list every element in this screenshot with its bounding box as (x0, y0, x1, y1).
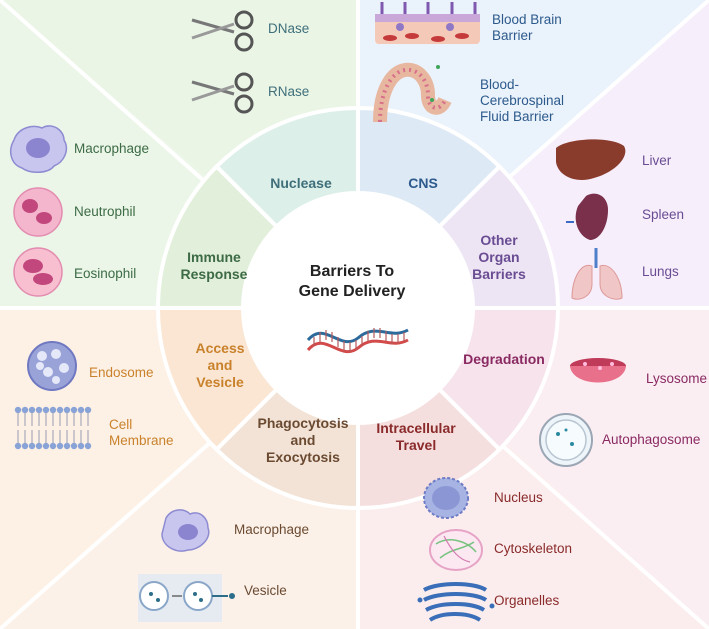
label-endosome: Endosome (89, 365, 154, 380)
lipid-head (35, 442, 43, 450)
label-blood-brain-barrier: Blood Brain Barrier (492, 12, 562, 44)
lysosome-icon (570, 358, 626, 383)
label-spleen: Spleen (642, 207, 685, 222)
segment-intracellular-travel: Intracellular Travel (366, 420, 466, 454)
label-blood-csf-barrier: Blood- Cerebrospinal Fluid Barrier (480, 77, 564, 125)
segment-access-line1: Access (195, 340, 245, 356)
label-cytoskeleton: Cytoskeleton (494, 541, 573, 556)
neutrophil-icon (13, 187, 63, 237)
segment-degradation: Degradation (463, 351, 545, 367)
lipid-head (70, 406, 78, 414)
label-eosinophil: Eosinophil (74, 266, 137, 281)
lipid-head (84, 406, 92, 414)
center-title: Barriers To Gene Delivery (268, 262, 436, 302)
segment-other-organ-barriers: Other Organ Barriers (462, 232, 536, 283)
label-bcsf-line2: Cerebrospinal (480, 93, 565, 108)
macrophage-icon (9, 125, 68, 173)
label-bcsf-line1: Blood- (480, 77, 520, 92)
label-rnase: RNase (268, 84, 310, 99)
segment-organ-line3: Barriers (472, 266, 526, 282)
lipid-head (84, 442, 92, 450)
lipid-head (21, 406, 29, 414)
lipid-head (49, 442, 57, 450)
lipid-head (77, 442, 85, 450)
ring-segment-immune (155, 163, 280, 310)
label-organelles: Organelles (494, 593, 560, 608)
lipid-head (28, 442, 36, 450)
cell-membrane-icon (14, 406, 92, 450)
label-liver: Liver (642, 153, 672, 168)
dna-icon (306, 328, 409, 354)
label-vesicle: Vesicle (244, 583, 287, 598)
label-bbb-line2: Barrier (492, 28, 533, 43)
segment-intracellular-line1: Intracellular (376, 420, 456, 436)
blood-brain-barrier-icon (375, 2, 480, 44)
lipid-head (56, 406, 64, 414)
cytoskeleton-icon (429, 529, 483, 571)
center-circle (244, 194, 472, 422)
label-bbb-line1: Blood Brain (492, 12, 562, 27)
lungs-icon (571, 248, 623, 300)
label-cell-membrane: Cell Membrane (109, 417, 174, 449)
segment-immune-line2: Response (180, 266, 248, 282)
lipid-head (42, 406, 50, 414)
label-dnase: DNase (268, 21, 310, 36)
center-title-line2: Gene Delivery (298, 283, 406, 300)
barrier-ring (155, 105, 561, 511)
segment-nuclease: Nuclease (270, 175, 332, 191)
lipid-head (14, 442, 22, 450)
label-lungs: Lungs (642, 264, 679, 279)
label-nucleus: Nucleus (494, 490, 543, 505)
segment-access-line2: and (207, 357, 233, 373)
autophagosome-icon (539, 413, 593, 467)
lipid-head (49, 406, 57, 414)
liver-icon (556, 139, 626, 181)
segment-phago-line1: Phagocytosis (257, 415, 349, 431)
segment-access-line3: Vesicle (196, 374, 244, 390)
lipid-head (70, 442, 78, 450)
lipid-head (77, 406, 85, 414)
segment-cns: CNS (408, 175, 438, 191)
segment-phagocytosis-and-exocytosis: Phagocytosis and Exocytosis (250, 415, 356, 466)
label-neutrophil: Neutrophil (74, 204, 136, 219)
segment-immune-line1: Immune (187, 249, 241, 265)
label-bcsf-line3: Fluid Barrier (480, 109, 554, 124)
spleen-icon (566, 193, 608, 240)
scissors-icon (191, 10, 254, 52)
label-membrane-line2: Membrane (109, 433, 174, 448)
lipid-head (63, 442, 71, 450)
lipid-head (56, 442, 64, 450)
scissors-icon (191, 72, 254, 114)
lipid-head (42, 442, 50, 450)
label-autophagosome: Autophagosome (602, 432, 701, 447)
macrophage-icon (161, 509, 210, 552)
lipid-head (14, 406, 22, 414)
center-title-line1: Barriers To (309, 263, 395, 280)
lipid-head (35, 406, 43, 414)
vesicle-icon (138, 574, 235, 622)
segment-organ-line2: Organ (478, 249, 520, 265)
lipid-head (21, 442, 29, 450)
segment-access-and-vesicle: Access and Vesicle (180, 340, 260, 391)
choroid-plexus-icon (373, 62, 452, 123)
label-macrophage: Macrophage (74, 141, 150, 156)
segment-immune-response: Immune Response (168, 249, 260, 283)
organelles-icon (417, 582, 495, 622)
endosome-icon (27, 341, 77, 391)
eosinophil-icon (13, 247, 63, 297)
lipid-head (28, 406, 36, 414)
segment-phago-line3: Exocytosis (266, 449, 340, 465)
label-membrane-line1: Cell (109, 417, 133, 432)
lipid-head (63, 406, 71, 414)
segment-phago-line2: and (290, 432, 316, 448)
label-phago-macrophage: Macrophage (234, 522, 310, 537)
segment-organ-line1: Other (480, 232, 518, 248)
nucleus-icon (423, 477, 469, 519)
segment-intracellular-line2: Travel (395, 437, 437, 453)
label-lysosome: Lysosome (646, 371, 708, 386)
